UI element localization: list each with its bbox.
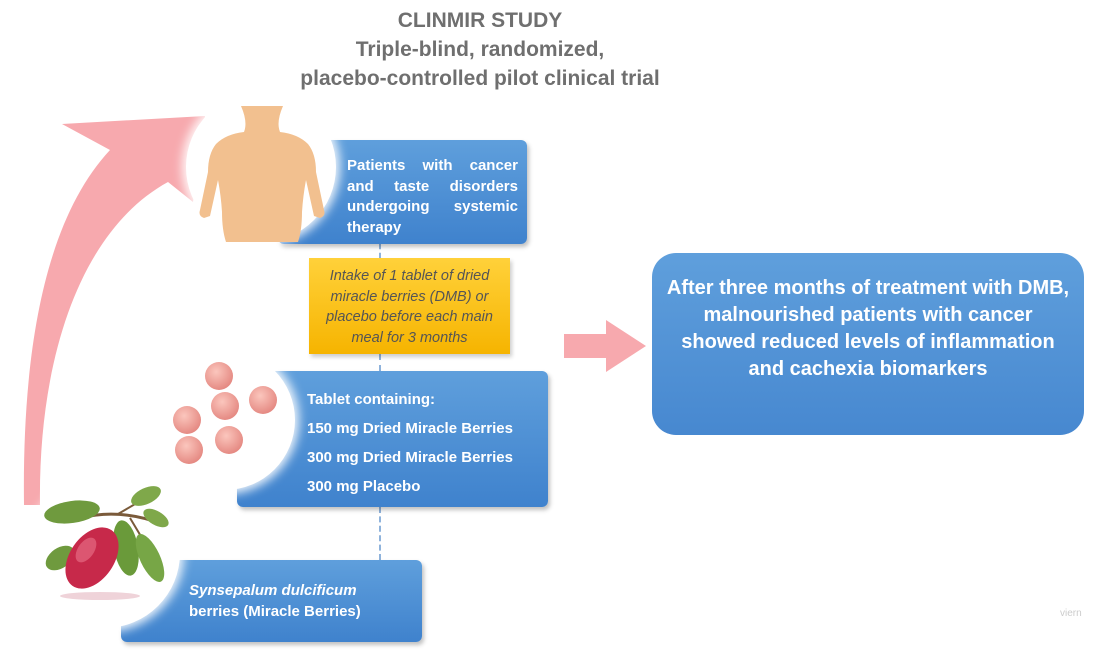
title-line-1: CLINMIR STUDY <box>397 9 563 32</box>
connector-line-bottom <box>379 507 381 560</box>
result-box: After three months of treatment with DMB… <box>652 253 1084 435</box>
intake-description: Intake of 1 tablet of dried miracle berr… <box>326 268 493 346</box>
berries-box: Synsepalum dulcificum berries (Miracle B… <box>121 560 422 642</box>
berries-circle <box>30 478 180 628</box>
connector-line-top <box>379 244 381 258</box>
result-arrow <box>564 320 646 372</box>
result-description: After three months of treatment with DMB… <box>666 277 1070 380</box>
tablet-list: Tablet containing: 150 mg Dried Miracle … <box>307 385 513 501</box>
berries-common-name: berries (Miracle Berries) <box>189 603 361 620</box>
title-line-2: Triple-blind, randomized, <box>355 38 605 61</box>
berries-species: Synsepalum dulcificum <box>189 582 357 599</box>
title-line-3: placebo-controlled pilot clinical trial <box>300 67 660 90</box>
human-torso-icon <box>199 106 325 242</box>
pink-tablets-icon <box>173 362 277 464</box>
berries-label: Synsepalum dulcificum berries (Miracle B… <box>189 580 361 622</box>
intake-box: Intake of 1 tablet of dried miracle berr… <box>309 258 510 354</box>
tablet-item-300mg: 300 mg Dried Miracle Berries <box>307 449 513 466</box>
study-title: CLINMIR STUDY Triple-blind, randomized, … <box>240 6 720 93</box>
patients-description: Patients with cancer and taste disorders… <box>347 157 518 236</box>
watermark: viern <box>1060 608 1082 619</box>
tablet-item-150mg: 150 mg Dried Miracle Berries <box>307 420 513 437</box>
curved-flow-arrow <box>23 116 205 505</box>
tablet-item-placebo: 300 mg Placebo <box>307 478 421 495</box>
tablet-heading: Tablet containing: <box>307 391 436 408</box>
patient-circle <box>186 92 336 242</box>
connector-line-middle <box>379 354 381 371</box>
miracle-berry-icon <box>44 486 169 600</box>
tablet-circle <box>155 350 295 490</box>
